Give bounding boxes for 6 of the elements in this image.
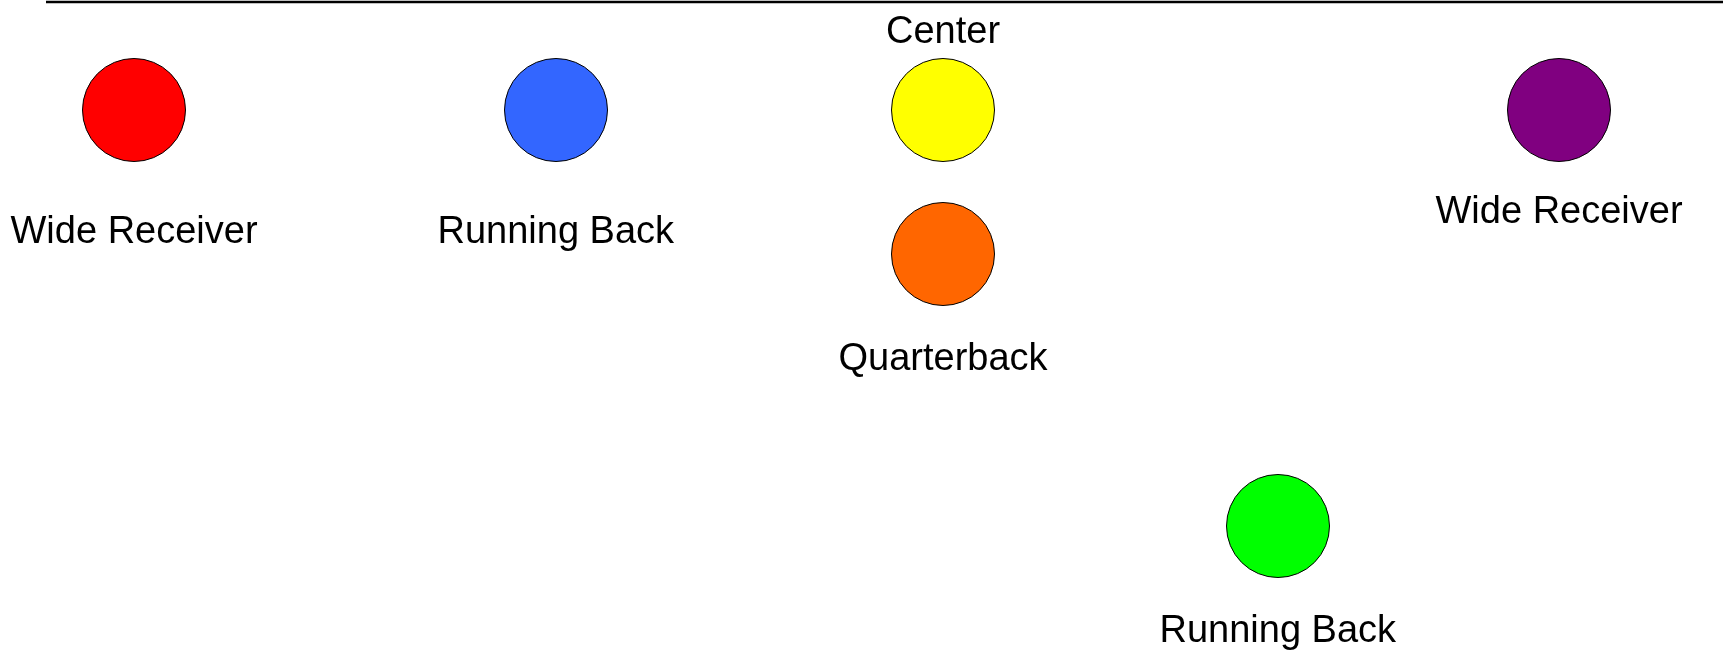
- position-label: Wide Receiver: [10, 208, 258, 252]
- position-label: Wide Receiver: [1435, 188, 1683, 232]
- position-label: Running Back: [1159, 607, 1397, 651]
- position-label: Quarterback: [838, 335, 1048, 379]
- position-label: Running Back: [437, 208, 675, 252]
- position-label: Center: [886, 8, 1001, 52]
